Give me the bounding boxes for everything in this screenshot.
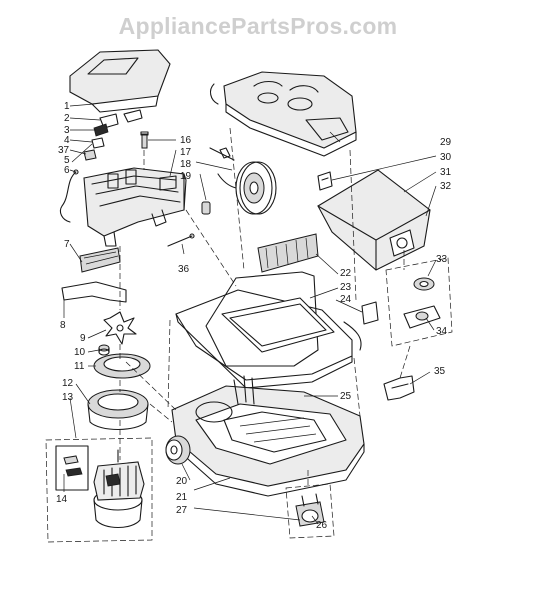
part-number-labels: 1 2 3 4 37 5 6 7 8 9 10 11 12 13 14 16 1… (56, 101, 452, 531)
label-9: 9 (80, 333, 86, 344)
label-25: 25 (340, 391, 352, 402)
label-22: 22 (340, 268, 352, 279)
part-switch-19 (201, 201, 211, 215)
label-21: 21 (176, 492, 188, 503)
part-dust-bag-31 (317, 169, 431, 271)
label-7: 7 (64, 239, 70, 250)
label-6: 6 (64, 165, 70, 176)
watermark-text: AppliancePartsPros.com (119, 13, 398, 39)
part-small-clips (83, 109, 143, 161)
label-32: 32 (440, 181, 452, 192)
label-31: 31 (440, 167, 452, 178)
label-3: 3 (64, 125, 70, 136)
part-gasket-11 (93, 353, 151, 379)
label-37: 37 (58, 145, 70, 156)
part-impeller-9 (103, 311, 137, 345)
part-top-cover (69, 49, 171, 113)
part-base-21 (171, 375, 365, 497)
label-30: 30 (440, 152, 452, 163)
part-latch-30 (317, 171, 333, 191)
part-clip-24 (343, 301, 379, 351)
label-19: 19 (180, 171, 192, 182)
part-nut-10 (98, 344, 110, 356)
label-11: 11 (74, 361, 85, 372)
label-16: 16 (180, 135, 192, 146)
label-12: 12 (62, 378, 74, 389)
part-motor-box-13 (45, 437, 153, 543)
part-filter-7 (79, 247, 121, 273)
part-hinge-35 (383, 375, 415, 401)
part-upper-hood-29 (209, 71, 357, 157)
label-2: 2 (64, 113, 70, 124)
label-18: 18 (180, 159, 192, 170)
part-grille-22 (257, 233, 319, 273)
part-pin-36 (167, 233, 195, 247)
part-fan-housing-12 (87, 389, 149, 430)
part-cord-reel-18 (209, 147, 277, 215)
label-20: 20 (176, 476, 188, 487)
label-14: 14 (56, 494, 68, 505)
part-housing-17 (83, 167, 187, 247)
label-8: 8 (60, 320, 66, 331)
label-34: 34 (436, 326, 448, 337)
alignment-lines (119, 127, 411, 488)
part-wheel-20 (165, 435, 191, 465)
part-wire-6 (59, 169, 79, 223)
label-35: 35 (434, 366, 446, 377)
label-33: 33 (436, 254, 448, 265)
label-17: 17 (180, 147, 192, 158)
part-bracket-8 (61, 281, 127, 303)
label-5: 5 (64, 155, 70, 166)
label-4: 4 (64, 135, 70, 146)
label-36: 36 (178, 264, 190, 275)
label-24: 24 (340, 294, 352, 305)
part-frame-23 (175, 271, 353, 389)
label-23: 23 (340, 282, 352, 293)
label-1: 1 (64, 101, 70, 112)
label-10: 10 (74, 347, 86, 358)
label-27: 27 (176, 505, 188, 516)
label-26: 26 (316, 520, 328, 531)
leader-lines (63, 103, 437, 525)
part-bag-holder-33 (385, 257, 453, 347)
part-motor (93, 449, 145, 529)
label-13: 13 (62, 392, 74, 403)
label-29: 29 (440, 137, 452, 148)
part-screw-16 (140, 131, 149, 149)
